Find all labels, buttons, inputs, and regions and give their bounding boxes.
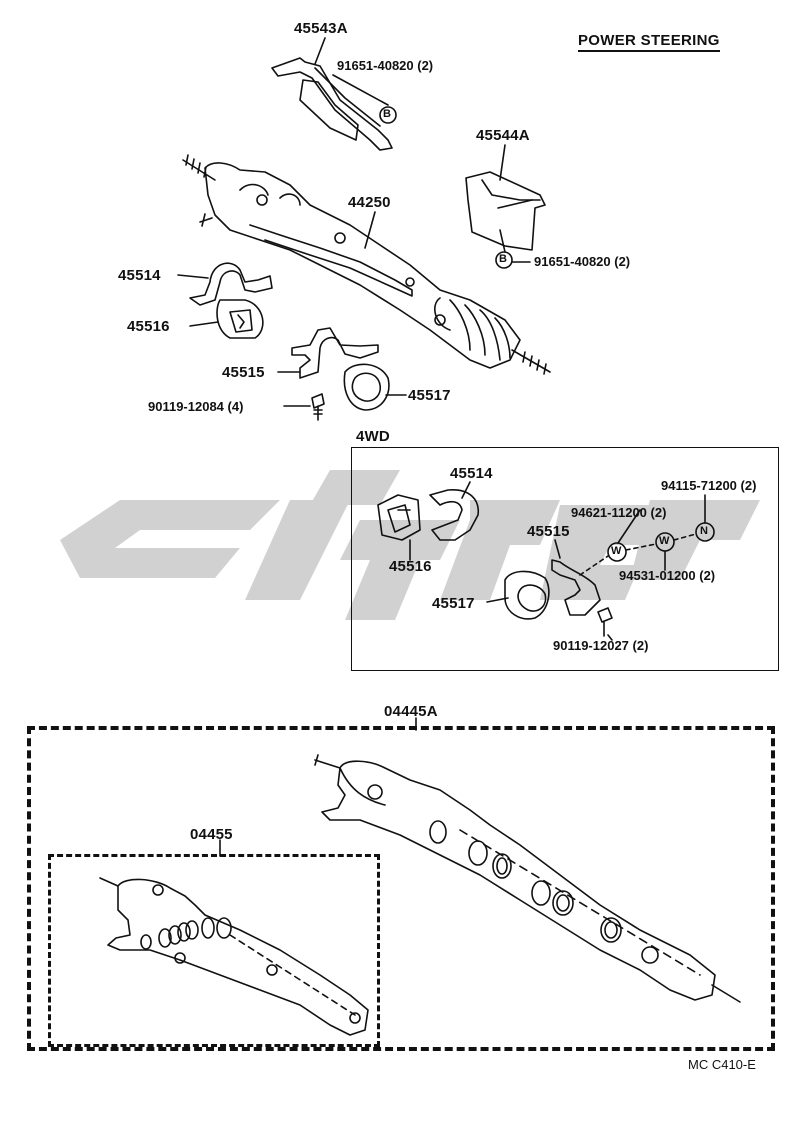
clamp-45514 (189, 262, 273, 306)
part-label-45517-4wd[interactable]: 45517 (432, 595, 475, 612)
part-label-04455[interactable]: 04455 (190, 826, 233, 843)
bushing-45516-4wd (377, 494, 421, 541)
part-label-94621-11200[interactable]: 94621-11200 (2) (571, 505, 667, 520)
bracket-45544a (465, 171, 546, 251)
bushing-45517 (343, 363, 390, 411)
part-label-90119-12084[interactable]: 90119-12084 (4) (148, 399, 244, 414)
bracket-45543a (271, 57, 393, 151)
diagram-title: POWER STEERING (578, 32, 720, 52)
part-label-94531-01200[interactable]: 94531-01200 (2) (619, 568, 716, 583)
part-label-45515-4wd[interactable]: 45515 (527, 523, 570, 540)
marker-w-1: W (611, 545, 622, 557)
gasket-kit-04445a (314, 754, 741, 1003)
part-label-45543a[interactable]: 45543A (294, 20, 348, 37)
kit-04455-boundary (48, 854, 380, 1047)
bolt-90119-12084 (311, 393, 325, 421)
part-label-45516[interactable]: 45516 (127, 318, 170, 335)
marker-n: N (700, 525, 708, 537)
part-label-45514-4wd[interactable]: 45514 (450, 465, 493, 482)
bolt-90119-12027-4wd (597, 607, 613, 637)
steering-rack-44250 (182, 154, 551, 375)
clamp-45514-4wd (429, 489, 479, 541)
marker-b-top: B (383, 108, 391, 120)
clamp-45515-4wd (551, 559, 601, 616)
marker-b-mid: B (499, 253, 507, 265)
part-label-45544a[interactable]: 45544A (476, 127, 530, 144)
part-label-90119-12027[interactable]: 90119-12027 (2) (553, 638, 649, 653)
section-label-4wd: 4WD (356, 428, 390, 445)
part-label-45515[interactable]: 45515 (222, 364, 265, 381)
part-label-04445a[interactable]: 04445A (384, 703, 438, 720)
clamp-45515 (291, 327, 379, 379)
part-label-91651-40820-top[interactable]: 91651-40820 (2) (337, 58, 434, 73)
part-label-94115-71200[interactable]: 94115-71200 (2) (661, 478, 757, 493)
part-label-91651-40820-mid[interactable]: 91651-40820 (2) (534, 254, 631, 269)
bushing-45516 (216, 299, 264, 339)
marker-w-2: W (659, 535, 670, 547)
bushing-45517-4wd (504, 570, 550, 620)
part-label-45517[interactable]: 45517 (408, 387, 451, 404)
gasket-kit-04455 (99, 877, 369, 1036)
4wd-parts-box (351, 447, 779, 671)
part-label-45514[interactable]: 45514 (118, 267, 161, 284)
kit-04445a-boundary (27, 726, 775, 1051)
part-label-44250[interactable]: 44250 (348, 194, 391, 211)
part-label-45516-4wd[interactable]: 45516 (389, 558, 432, 575)
diagram-code: MC C410-E (688, 1057, 756, 1072)
